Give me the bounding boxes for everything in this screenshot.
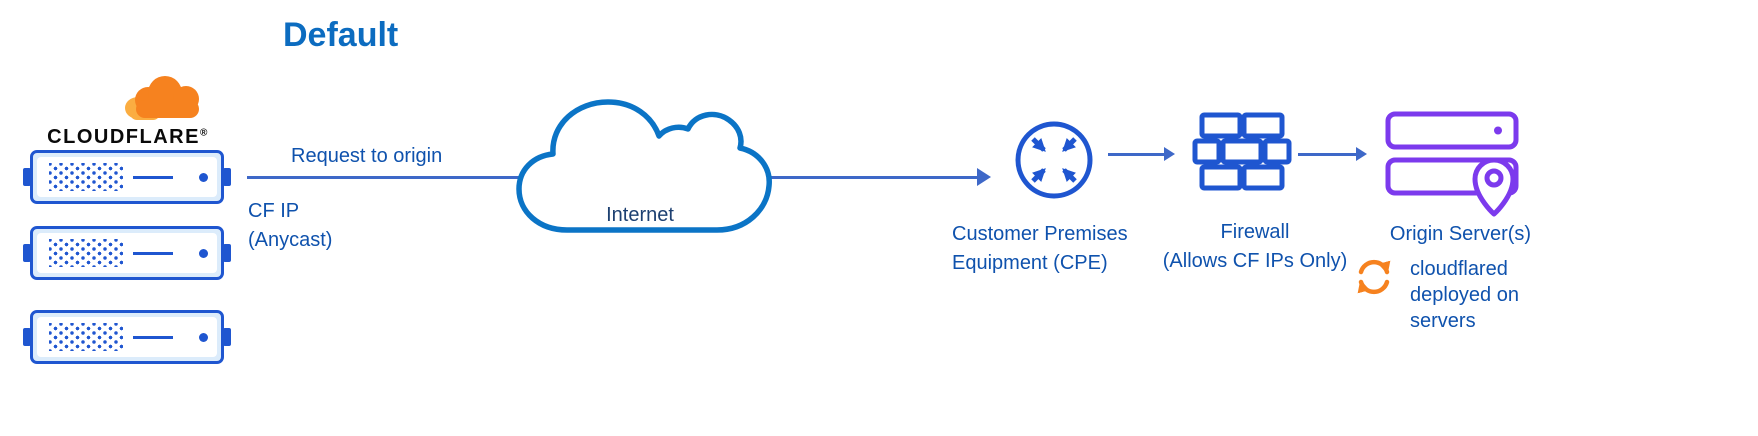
server-dots-pattern: [49, 323, 123, 351]
cpe-to-firewall-arrow-line: [1108, 153, 1164, 156]
cloudflared-label: cloudflared deployed on servers: [1410, 258, 1519, 332]
diagram-title: Default: [283, 16, 399, 54]
registered-mark: ®: [199, 127, 209, 139]
server-slot-line: [133, 175, 173, 179]
firewall-to-origin-arrow-line: [1298, 153, 1356, 156]
request-to-origin-label: Request to origin: [291, 145, 443, 167]
request-arrow-head: [977, 168, 991, 186]
cpe-to-firewall-arrow-head: [1164, 147, 1175, 161]
server-slot-line: [133, 251, 173, 255]
origin-server-icon: [1385, 111, 1519, 217]
cpe-label: Customer Premises Equipment (CPE): [952, 223, 1128, 274]
location-pin-icon: [1472, 157, 1516, 217]
firewall-label: Firewall (Allows CF IPs Only): [1162, 221, 1348, 272]
cpe-icon: [1015, 121, 1093, 199]
server-led-icon: [199, 248, 208, 258]
cf-server-icon: [30, 226, 224, 280]
cloudflare-brand-text: CLOUDFLARE: [47, 126, 200, 148]
cloudflare-logo-icon: [125, 76, 199, 120]
server-dots-pattern: [49, 163, 123, 191]
internet-cloud-icon: [516, 99, 772, 233]
server-led-icon: [199, 332, 208, 342]
server-front-panel: [37, 233, 217, 273]
server-led-icon: [199, 172, 208, 182]
server-slot-line: [133, 335, 173, 339]
cf-server-icon: [30, 310, 224, 364]
server-front-panel: [37, 317, 217, 357]
internet-label: Internet: [606, 204, 674, 226]
cloudflared-sync-icon: [1357, 259, 1391, 295]
origin-server-label: Origin Server(s): [1389, 223, 1532, 245]
cf-ip-anycast-label: CF IP (Anycast): [248, 200, 333, 251]
firewall-to-origin-arrow-head: [1356, 147, 1367, 161]
cloudflare-brand: CLOUDFLARE®: [26, 126, 230, 149]
server-front-panel: [37, 157, 217, 197]
server-dots-pattern: [49, 239, 123, 267]
firewall-icon: [1192, 112, 1292, 191]
cf-server-icon: [30, 150, 224, 204]
